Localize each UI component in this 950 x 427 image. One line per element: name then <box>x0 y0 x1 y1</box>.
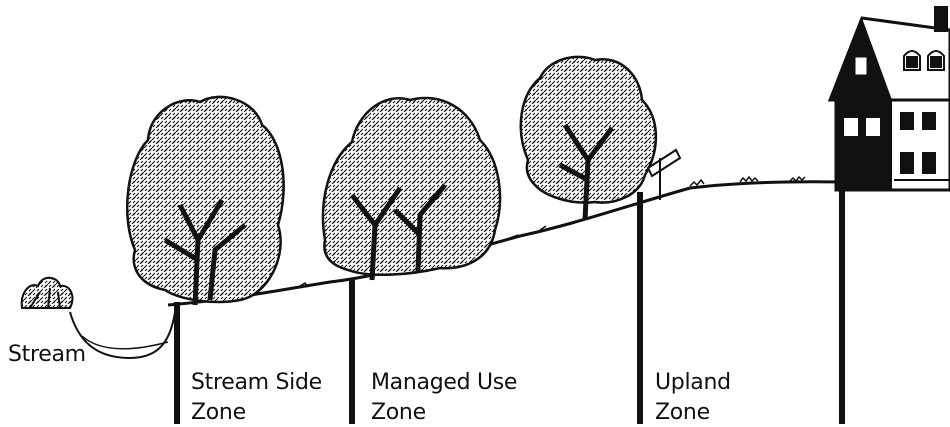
zone-marker-post <box>349 279 355 424</box>
stream-label-text: Stream <box>8 340 86 370</box>
managed-use-zone-line1: Managed Use <box>371 368 517 398</box>
tree-icon <box>323 98 500 280</box>
upland-zone-label: Upland Zone <box>655 368 731 427</box>
stream-side-zone-line2: Zone <box>191 398 322 427</box>
shrub-icon <box>22 278 73 308</box>
zone-marker-post <box>839 182 845 424</box>
stream-label: Stream <box>8 340 86 370</box>
stream-side-zone-line1: Stream Side <box>191 368 322 398</box>
tree-icon <box>521 57 656 220</box>
house-icon <box>830 6 950 190</box>
zone-marker-post <box>637 192 643 424</box>
zone-marker-post <box>174 302 180 424</box>
upland-zone-line1: Upland <box>655 368 731 398</box>
stream-side-zone-label: Stream Side Zone <box>191 368 322 427</box>
managed-use-zone-label: Managed Use Zone <box>371 368 517 427</box>
stream-water-line <box>82 336 168 349</box>
managed-use-zone-line2: Zone <box>371 398 517 427</box>
upland-zone-line2: Zone <box>655 398 731 427</box>
stream-channel <box>70 305 176 358</box>
tree-icon <box>127 97 283 305</box>
